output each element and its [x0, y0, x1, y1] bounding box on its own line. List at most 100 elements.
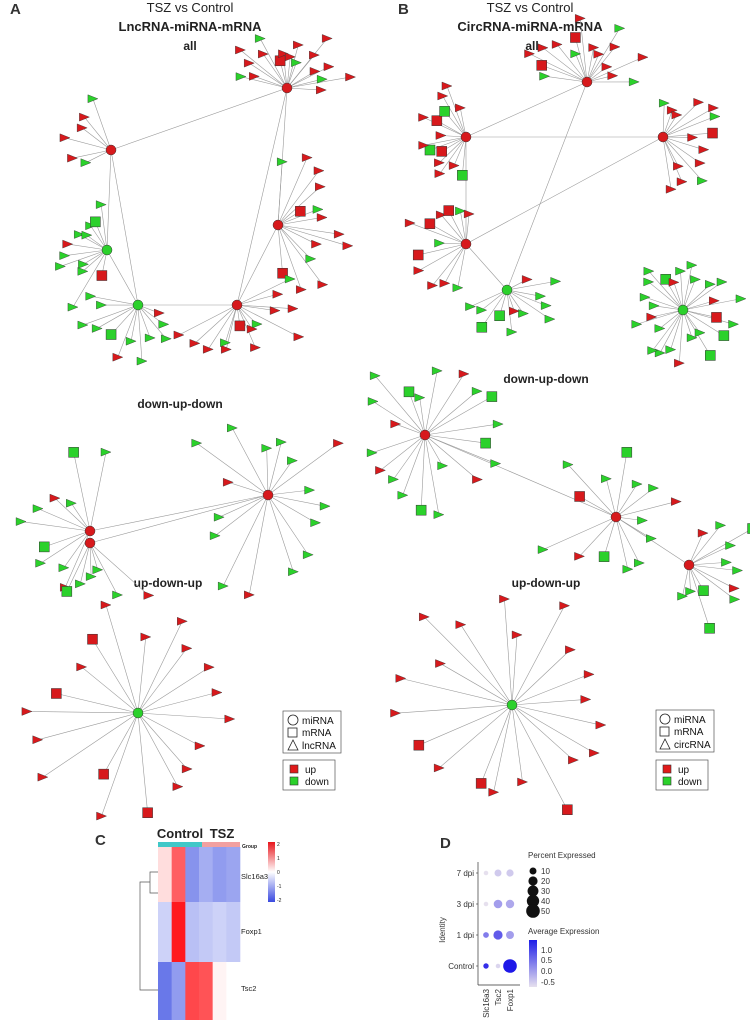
size-legend-label: 50	[541, 907, 550, 916]
b-dud-hub3-edge	[689, 565, 738, 571]
a-all-hub4-leaf	[55, 262, 65, 270]
b-udu-hub-edge	[396, 705, 512, 713]
panel-c-letter: C	[95, 832, 106, 849]
b-all-hub2-leaf	[434, 159, 444, 167]
b-all-hub6-leaf	[705, 280, 715, 288]
b-udu-hub-leaf	[584, 670, 594, 678]
b-udu-hub-hub	[507, 700, 517, 710]
panel-b-letter: B	[398, 1, 409, 18]
size-legend-dot	[528, 886, 539, 897]
a-udu-hub-edge	[38, 713, 138, 740]
b-all-hub5-leaf	[507, 328, 517, 336]
b-all-hub4-hub	[461, 239, 471, 249]
dotplot-point	[484, 871, 489, 876]
size-legend-dot	[530, 868, 537, 875]
a-dud-hub1-leaf	[227, 424, 237, 432]
a-udu-hub-leaf	[22, 707, 32, 715]
a-dud-hub1-leaf	[303, 551, 313, 559]
a-all-hub6-leaf	[285, 275, 295, 283]
b-dud-hub2-leaf	[671, 498, 681, 506]
a-all-hub6-edge	[237, 279, 290, 305]
b-dud-hub2-edge	[579, 517, 616, 556]
b-all-hub5-leaf	[536, 292, 546, 300]
b-all-hub5-leaf	[465, 303, 475, 311]
b-all-hub1-leaf	[638, 53, 648, 61]
b-all-hub6-leaf	[695, 329, 705, 337]
legend-b-color-down: down	[678, 777, 702, 788]
a-dud-hub1-edge	[197, 443, 268, 495]
b-dud-hub1-leaf	[415, 394, 425, 402]
b-udu-hub-edge	[512, 705, 573, 760]
b-all-hub3-edge	[663, 137, 704, 150]
b-udu-hub-leaf	[489, 788, 499, 796]
dotplot-x-tick-label: Slc16a3	[482, 988, 491, 1017]
b-udu-hub-leaf	[568, 756, 578, 764]
b-dud-hub1-leaf	[370, 372, 380, 380]
b-udu-hub-edge	[512, 650, 570, 705]
a-all-hub2-edge	[82, 128, 111, 150]
b-dud-hub1-edge	[373, 401, 425, 435]
b-dud-hub3-leaf	[733, 567, 743, 575]
a-udu-hub-leaf	[177, 617, 187, 625]
dotplot-x-tick-label: Foxp1	[506, 988, 515, 1011]
b-all-hub6-leaf	[690, 275, 700, 283]
a-all-hub5-leaf	[159, 320, 169, 328]
b-all-hub6-leaf	[640, 293, 650, 301]
a-link	[107, 150, 111, 250]
a-dud-link	[90, 495, 268, 531]
b-all-hub2-leaf	[436, 131, 446, 139]
b-dud-hub1-leaf	[434, 511, 444, 519]
a-dud-link	[90, 495, 268, 543]
b-all-hub2-leaf	[455, 104, 465, 112]
b-all-hub1-edge	[587, 57, 643, 82]
b-dud-hub2-leaf	[563, 461, 573, 469]
a-all-hub4-leaf	[90, 217, 100, 227]
a-all-hub3-leaf	[296, 286, 306, 294]
b-all-hub4-leaf	[413, 250, 423, 260]
b-udu-hub-edge	[461, 625, 512, 705]
dotplot-x-tick-label: Tsc2	[494, 988, 503, 1005]
size-legend-label: 30	[541, 887, 550, 896]
heatmap-cell	[226, 962, 240, 1020]
a-all-hub4-leaf	[97, 271, 107, 281]
a-all-hub2-leaf	[81, 159, 91, 167]
a-dud-hub1-leaf	[276, 438, 286, 446]
heatmap-cell	[185, 902, 199, 962]
a-udu-hub-leaf	[212, 689, 222, 697]
panel-a-letter: A	[10, 1, 21, 18]
a-all-hub6-leaf	[203, 345, 213, 353]
dotplot-y-tick-label: 7 dpi	[457, 869, 475, 878]
a-udu-hub-edge	[106, 605, 138, 713]
a-dud-hub1-edge	[268, 495, 316, 523]
b-udu-hub-edge	[512, 705, 601, 725]
group-label-tsz: TSZ	[210, 826, 235, 841]
legend-a-mrna-square-icon	[288, 728, 297, 737]
b-all-hub4-edge	[458, 244, 466, 288]
b-all-hub5-leaf	[495, 311, 505, 321]
a-all-hub6-hub	[232, 300, 242, 310]
b-all-hub2-leaf	[449, 162, 459, 170]
a-all-hub1-leaf	[322, 34, 332, 42]
a-dud-hub1-edge	[249, 495, 268, 595]
heatmap-cell	[199, 847, 213, 902]
dotplot-point	[495, 870, 502, 877]
b-dud-hub1-leaf	[487, 392, 497, 402]
b-dud-hub2-edge	[616, 488, 653, 517]
b-udu-hub-edge	[439, 705, 512, 768]
a-dud-hub3-leaf	[93, 566, 103, 574]
a-udu-hub-leaf	[51, 688, 61, 698]
a-all-hub3-hub	[273, 220, 283, 230]
b-dud-hub1-leaf	[368, 397, 378, 405]
b-dud-hub2-leaf	[637, 516, 647, 524]
panel-a-section-up-down-up: up-down-up	[134, 576, 203, 590]
a-dud-hub2-leaf	[59, 564, 69, 572]
a-dud-hub3-leaf	[113, 591, 123, 599]
b-all-hub2-leaf	[432, 116, 442, 126]
b-all-hub6-leaf	[719, 331, 729, 341]
b-all-hub4-leaf	[444, 206, 454, 216]
b-dud-hub3-hub	[684, 560, 694, 570]
legend-a-lncrna-triangle-icon	[288, 740, 298, 750]
a-all-hub5-edge	[97, 305, 138, 328]
b-dud-hub1-leaf	[391, 420, 401, 428]
b-dud-hub3-leaf	[730, 595, 740, 603]
